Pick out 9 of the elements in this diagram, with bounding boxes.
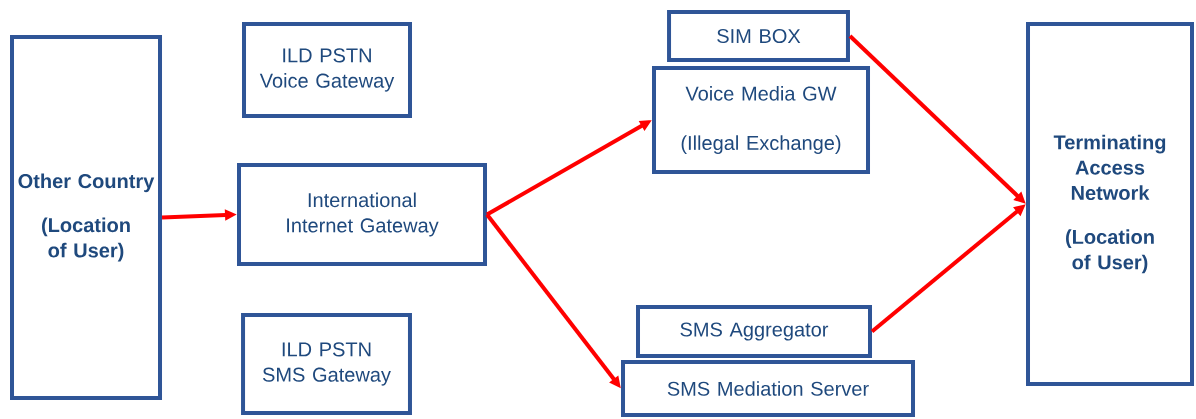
process-box: SMS Mediation Server [621, 359, 915, 418]
process-box: ILD PSTN SMS Gateway [241, 313, 412, 415]
process-box: Terminating Access Network (Location of User) [1026, 22, 1194, 386]
process-box: International Internet Gateway [237, 163, 487, 266]
process-box: SMS Aggregator [636, 304, 872, 359]
process-box: Other Country (Location of User) [10, 34, 162, 401]
process-box: SIM BOX [667, 10, 850, 62]
process-box: Voice Media GW (Illegal Exchange) [652, 66, 870, 174]
process-box: ILD PSTN Voice Gateway [242, 22, 412, 118]
